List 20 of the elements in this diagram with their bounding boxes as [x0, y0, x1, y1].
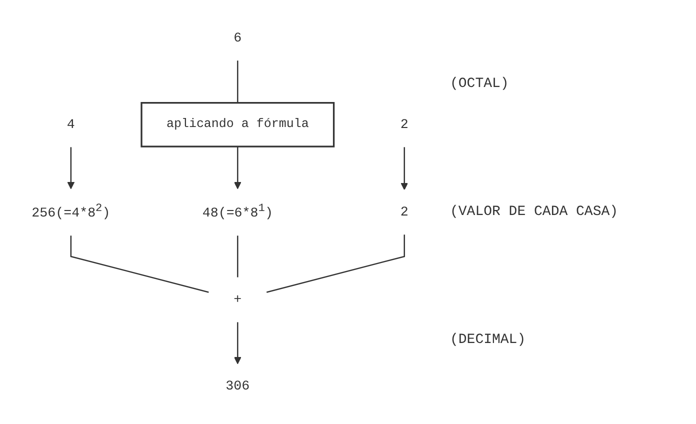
arrow: [234, 322, 242, 364]
node-text: 2: [400, 204, 408, 220]
note-label: (OCTAL): [450, 76, 510, 92]
node-text: 2: [400, 116, 408, 132]
connector: [237, 235, 238, 278]
node-text: 6: [234, 30, 242, 46]
arrow: [234, 146, 242, 189]
connector: [70, 235, 209, 293]
connector: [237, 60, 238, 103]
arrow: [400, 146, 408, 190]
node-text: 306: [226, 378, 250, 394]
connector: [266, 234, 405, 293]
node-box: aplicando a fórmula: [140, 102, 335, 148]
node-text: 256(=4*8$^{2}$): [32, 202, 110, 220]
note-label: (VALOR DE CADA CASA): [450, 204, 620, 220]
note-label: (DECIMAL): [450, 332, 527, 348]
node-text: 48(=6*8$^{1}$): [202, 202, 273, 220]
node-text: 4: [66, 116, 75, 132]
node-text: +: [234, 292, 242, 308]
arrow: [67, 146, 75, 189]
